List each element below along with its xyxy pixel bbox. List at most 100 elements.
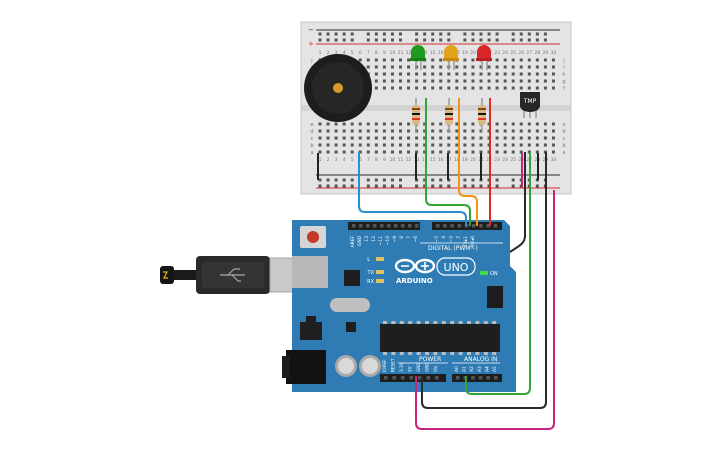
breadboard-hole[interactable] [358,122,362,126]
rail-hole[interactable] [382,32,386,36]
breadboard-hole[interactable] [431,129,435,133]
breadboard-hole[interactable] [447,72,451,76]
breadboard-hole[interactable] [527,72,531,76]
breadboard-hole[interactable] [551,122,555,126]
breadboard-hole[interactable] [447,150,451,154]
breadboard-hole[interactable] [519,136,523,140]
breadboard-hole[interactable] [535,58,539,62]
rail-hole[interactable] [487,32,491,36]
header-pin[interactable] [366,224,370,228]
rail-hole[interactable] [431,32,435,36]
breadboard-hole[interactable] [334,143,338,147]
rail-hole[interactable] [423,184,427,188]
breadboard-hole[interactable] [519,86,523,90]
header-pin[interactable] [401,376,405,380]
breadboard-hole[interactable] [543,143,547,147]
breadboard-hole[interactable] [399,150,402,154]
breadboard-hole[interactable] [374,86,378,90]
rail-hole[interactable] [535,32,539,36]
led-yellow[interactable] [443,45,459,70]
rail-hole[interactable] [527,32,531,36]
temperature-sensor[interactable]: TMP [520,92,540,118]
header-pin[interactable] [472,224,476,228]
breadboard-hole[interactable] [471,136,475,140]
breadboard-hole[interactable] [431,65,435,69]
breadboard-hole[interactable] [382,72,386,76]
breadboard-hole[interactable] [543,58,547,62]
breadboard-hole[interactable] [334,150,338,154]
rail-hole[interactable] [350,184,354,188]
breadboard-hole[interactable] [479,79,483,83]
resistor-2[interactable] [445,98,453,132]
breadboard-hole[interactable] [471,143,475,147]
breadboard-hole[interactable] [463,136,467,140]
rail-hole[interactable] [366,38,370,42]
rail-hole[interactable] [471,32,475,36]
wire-orange[interactable] [458,98,478,226]
breadboard-hole[interactable] [390,65,394,69]
breadboard-hole[interactable] [455,136,459,140]
breadboard-hole[interactable] [431,72,435,76]
breadboard-hole[interactable] [527,122,531,126]
breadboard-hole[interactable] [495,86,499,90]
breadboard-hole[interactable] [415,79,419,83]
breadboard-hole[interactable] [487,79,491,83]
breadboard-hole[interactable] [527,65,531,69]
breadboard-hole[interactable] [471,65,475,69]
rail-hole[interactable] [463,32,467,36]
wire-green-sensor[interactable] [465,152,531,395]
breadboard-hole[interactable] [407,150,411,154]
breadboard-hole[interactable] [390,143,394,147]
rail-hole[interactable] [487,38,491,42]
breadboard-hole[interactable] [342,136,346,140]
breadboard-hole[interactable] [503,136,507,140]
breadboard-hole[interactable] [415,86,419,90]
rail-hole[interactable] [535,184,539,188]
breadboard-hole[interactable] [407,58,411,62]
led-red[interactable] [476,45,492,70]
breadboard-hole[interactable] [551,79,555,83]
rail-hole[interactable] [439,32,443,36]
breadboard-hole[interactable] [423,122,427,126]
breadboard-hole[interactable] [415,150,419,154]
breadboard-hole[interactable] [399,86,402,90]
breadboard-hole[interactable] [399,58,402,62]
breadboard-hole[interactable] [551,129,555,133]
breadboard-hole[interactable] [374,79,378,83]
breadboard-hole[interactable] [390,72,394,76]
breadboard-hole[interactable] [495,129,499,133]
rail-hole[interactable] [326,184,330,188]
breadboard-hole[interactable] [374,143,378,147]
breadboard-hole[interactable] [455,150,459,154]
rail-hole[interactable] [326,32,330,36]
breadboard-hole[interactable] [366,58,370,62]
breadboard-hole[interactable] [350,143,354,147]
rail-hole[interactable] [334,184,338,188]
breadboard-hole[interactable] [318,136,322,140]
breadboard-hole[interactable] [318,122,322,126]
breadboard-hole[interactable] [527,129,531,133]
breadboard-hole[interactable] [334,122,338,126]
breadboard-hole[interactable] [407,136,411,140]
rail-hole[interactable] [326,38,330,42]
header-pin[interactable] [426,376,431,380]
breadboard-hole[interactable] [479,129,483,133]
breadboard-hole[interactable] [382,136,386,140]
breadboard-hole[interactable] [326,122,330,126]
wire-black-bb[interactable] [509,152,526,253]
rail-hole[interactable] [471,184,475,188]
header-pin[interactable] [373,224,377,228]
rail-hole[interactable] [390,184,394,188]
breadboard-hole[interactable] [535,143,539,147]
breadboard-hole[interactable] [431,79,435,83]
breadboard-hole[interactable] [495,79,499,83]
breadboard-hole[interactable] [527,79,531,83]
breadboard-hole[interactable] [519,72,523,76]
rail-hole[interactable] [423,178,427,182]
rail-hole[interactable] [495,38,499,42]
breadboard-hole[interactable] [503,65,507,69]
rail-hole[interactable] [463,38,467,42]
breadboard-hole[interactable] [543,86,547,90]
breadboard-hole[interactable] [399,143,402,147]
breadboard-hole[interactable] [551,65,555,69]
